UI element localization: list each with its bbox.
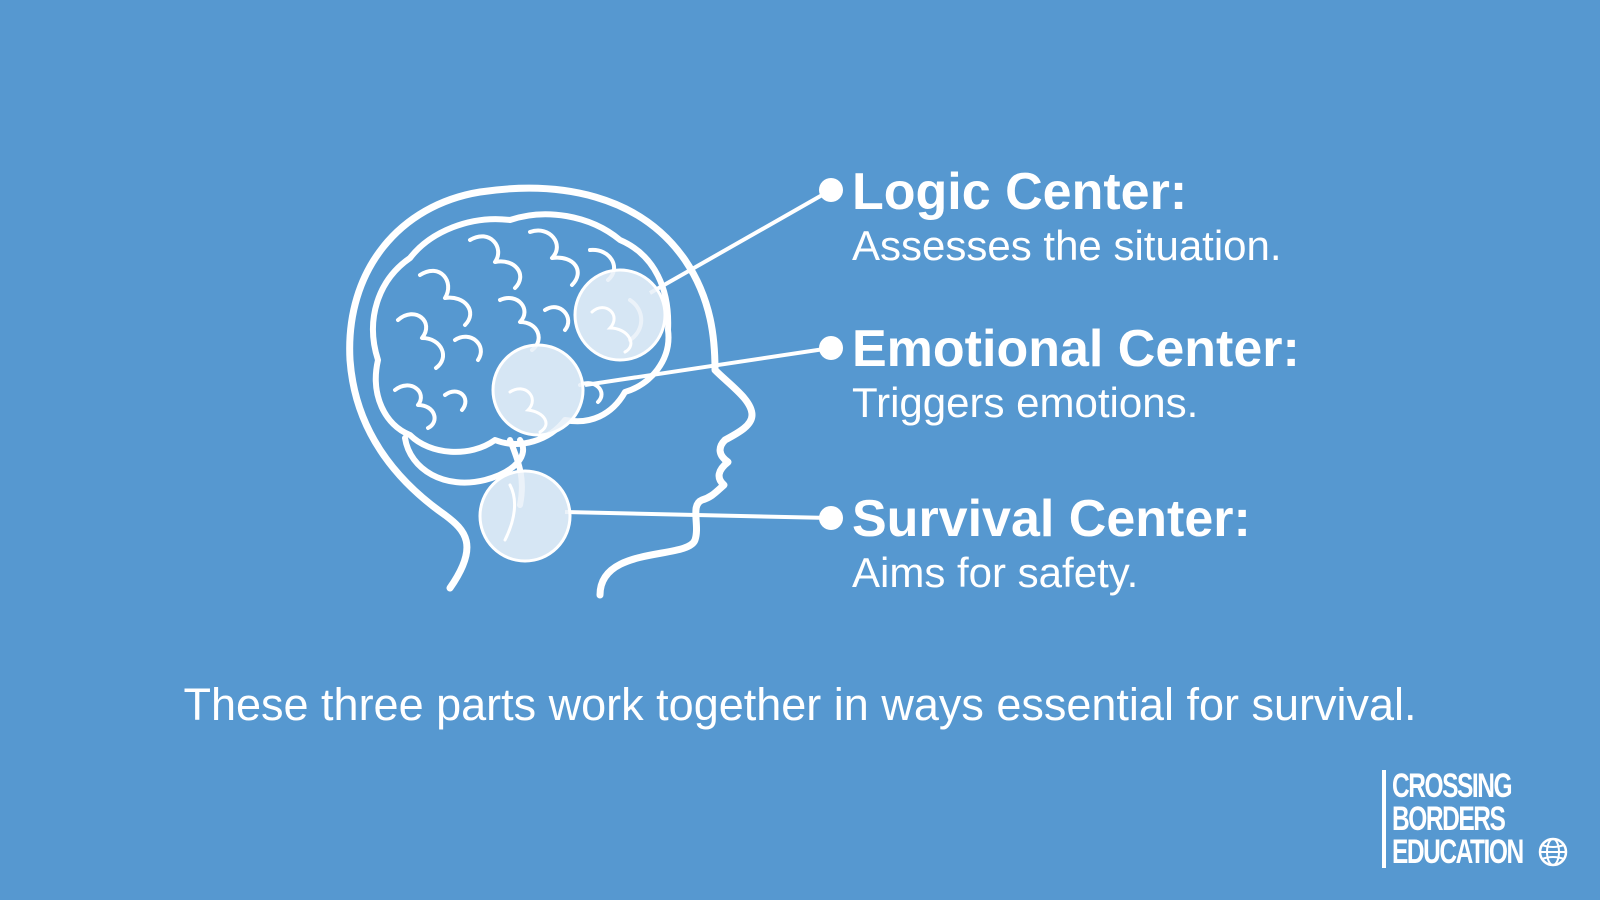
survival-center-title: Survival Center: [852,490,1251,548]
connector-emotional [584,346,832,387]
logo-line-3: EDUCATION [1392,833,1524,871]
emotional-center-description: Triggers emotions. [852,379,1199,426]
survival-center-label: Survival Center: Aims for safety. [852,490,1251,598]
caption: These three parts work together in ways … [183,679,1417,730]
survival-center-dot [819,506,843,530]
crossing-borders-education-logo: CROSSING BORDERS EDUCATION [1382,767,1572,871]
survival-center-highlight [478,469,572,563]
connector-survival [564,510,832,520]
logic-center-title: Logic Center: [852,163,1188,221]
logic-center-dot [819,178,843,202]
logo-bar [1382,770,1386,868]
cerebellum [402,435,527,486]
logo-line-1: CROSSING [1392,767,1513,805]
highlight-folds [503,306,633,542]
logic-center-label: Logic Center: Assesses the situation. [852,163,1282,271]
brain-outline [370,211,672,455]
survival-center-description: Aims for safety. [852,549,1139,596]
logo-line-2: BORDERS [1392,800,1506,838]
emotional-center-dot [819,336,843,360]
globe-icon [1538,837,1568,867]
brain-folds [393,228,644,430]
emotional-center-label: Emotional Center: Triggers emotions. [852,320,1300,428]
connector-logic [649,188,832,295]
logic-center-description: Assesses the situation. [852,222,1282,269]
emotional-center-title: Emotional Center: [852,320,1300,378]
emotional-center-highlight [491,343,585,437]
logic-center-highlight [573,268,667,362]
